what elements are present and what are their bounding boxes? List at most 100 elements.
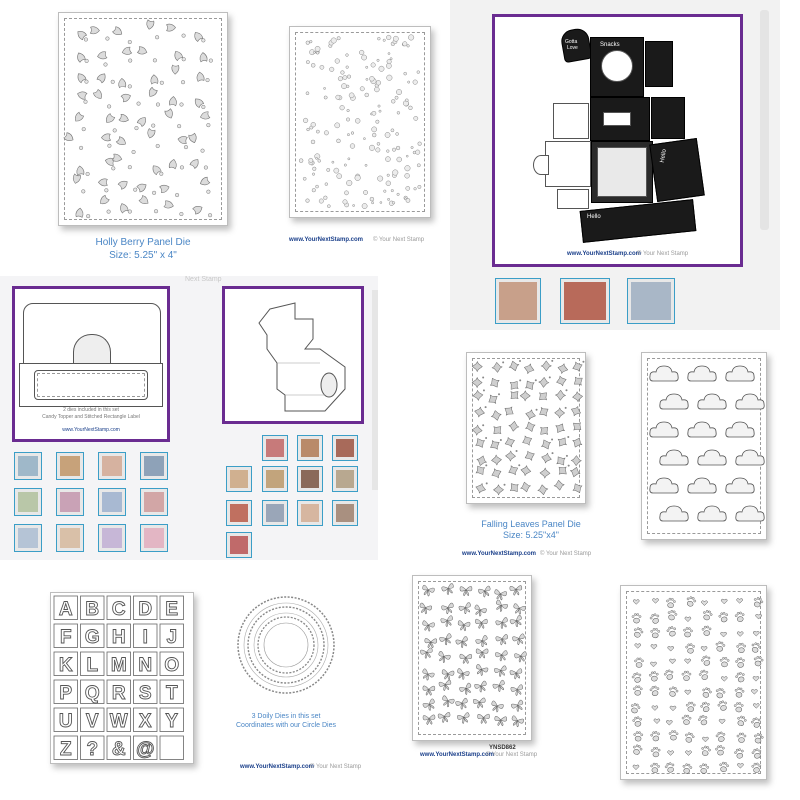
thumbnail-photo bbox=[336, 439, 354, 457]
leaf-shape bbox=[572, 391, 583, 403]
candy-thumbnail[interactable] bbox=[140, 488, 168, 516]
leaf bbox=[569, 466, 581, 478]
dot bbox=[375, 147, 381, 153]
leaves-caption: Falling Leaves Panel Die Size: 5.25"x4" bbox=[466, 519, 596, 541]
candy-thumbnail[interactable] bbox=[140, 524, 168, 552]
template-thumbnail[interactable] bbox=[226, 500, 252, 526]
template-thumbnail[interactable] bbox=[262, 435, 288, 461]
box-thumbnail-3[interactable] bbox=[627, 278, 675, 324]
butterfly-shape bbox=[509, 614, 522, 627]
dot bbox=[361, 203, 368, 209]
template-thumbnail[interactable] bbox=[332, 435, 358, 461]
paw-pad bbox=[652, 751, 660, 758]
scrollbar-middle[interactable] bbox=[372, 290, 378, 490]
candy-thumbnail[interactable] bbox=[14, 452, 42, 480]
leaf-dot bbox=[565, 454, 568, 457]
leaf-shape bbox=[77, 91, 88, 100]
berry bbox=[179, 102, 184, 107]
leaf-shape bbox=[555, 423, 565, 433]
alphabet-cell bbox=[106, 707, 131, 732]
leaf bbox=[572, 437, 583, 448]
dot bbox=[316, 129, 320, 134]
paw-toe bbox=[760, 600, 764, 604]
alphabet-cell bbox=[159, 651, 184, 676]
paw-print bbox=[633, 731, 644, 742]
heart bbox=[702, 736, 709, 743]
paw-print bbox=[734, 611, 745, 622]
paw-toe bbox=[688, 701, 691, 705]
candy-thumbnail[interactable] bbox=[56, 524, 84, 552]
butterfly bbox=[476, 664, 489, 676]
leaf-shape bbox=[117, 180, 128, 190]
candy-thumbnail[interactable] bbox=[14, 488, 42, 516]
paw-toe bbox=[702, 669, 706, 673]
template-thumbnail[interactable] bbox=[297, 435, 323, 461]
paw-toe bbox=[656, 687, 660, 690]
butterfly-shape bbox=[422, 714, 436, 725]
butterfly-shape bbox=[476, 664, 489, 676]
box-thumbnail-1[interactable] bbox=[495, 278, 541, 324]
dot bbox=[309, 40, 313, 44]
dot bbox=[350, 131, 355, 135]
box-thumbnail-2[interactable] bbox=[560, 278, 610, 324]
dot bbox=[341, 83, 347, 90]
paw-print bbox=[632, 685, 643, 696]
dot bbox=[389, 57, 393, 61]
paw-toe bbox=[698, 673, 702, 676]
paw-toe bbox=[737, 687, 740, 690]
holly-leaf bbox=[72, 173, 81, 184]
butterfly-shape bbox=[422, 620, 435, 632]
paw-pad bbox=[669, 630, 676, 637]
template-thumbnail[interactable] bbox=[262, 500, 288, 526]
dot bbox=[336, 36, 341, 41]
butterfly bbox=[422, 584, 435, 597]
dot bbox=[386, 173, 390, 177]
paw-toe bbox=[700, 670, 704, 674]
leaf-shape bbox=[508, 420, 520, 432]
heart bbox=[736, 598, 743, 604]
butterfly-site: www.YourNextStamp.com bbox=[420, 752, 495, 758]
paw-toe bbox=[724, 701, 727, 705]
template-thumbnail[interactable] bbox=[262, 466, 288, 492]
dot bbox=[314, 45, 321, 52]
butterfly bbox=[422, 668, 435, 681]
paw-toe bbox=[736, 612, 740, 615]
paw-toe bbox=[685, 627, 689, 630]
paw-toe bbox=[666, 599, 669, 603]
candy-thumbnail[interactable] bbox=[98, 452, 126, 480]
heart bbox=[685, 750, 692, 756]
leaf bbox=[508, 465, 519, 476]
alphabet-cell bbox=[159, 595, 184, 620]
leaf-shape bbox=[570, 405, 581, 417]
candy-thumbnail[interactable] bbox=[98, 524, 126, 552]
template-thumbnail[interactable] bbox=[226, 466, 252, 492]
cloud-shape bbox=[735, 449, 765, 466]
template-thumbnail[interactable] bbox=[226, 532, 252, 558]
paw-toe bbox=[736, 645, 739, 648]
paw-pad bbox=[737, 676, 745, 683]
candy-thumbnail[interactable] bbox=[98, 488, 126, 516]
alphabet-letter: Z bbox=[60, 739, 72, 760]
leaf-shape bbox=[475, 438, 486, 448]
paw-toe bbox=[703, 625, 707, 629]
template-thumbnail[interactable] bbox=[332, 500, 358, 526]
berry bbox=[201, 38, 206, 43]
butterfly-shape bbox=[422, 584, 435, 597]
candy-thumbnail[interactable] bbox=[14, 524, 42, 552]
leaf-shape bbox=[488, 394, 498, 404]
paw-toe bbox=[652, 628, 656, 631]
template-thumbnail[interactable] bbox=[297, 500, 323, 526]
leaf-shape bbox=[159, 184, 170, 193]
leaf-shape bbox=[525, 409, 536, 421]
candy-thumbnail[interactable] bbox=[140, 452, 168, 480]
candy-thumbnail[interactable] bbox=[56, 452, 84, 480]
holly-leaf bbox=[177, 136, 188, 144]
dot bbox=[384, 132, 391, 138]
template-thumbnail[interactable] bbox=[332, 466, 358, 492]
template-thumbnail[interactable] bbox=[297, 466, 323, 492]
candy-thumbnail[interactable] bbox=[56, 488, 84, 516]
paw-pad bbox=[700, 768, 708, 774]
scrollbar-right[interactable] bbox=[760, 10, 769, 230]
leaf-dot bbox=[482, 389, 485, 392]
paw-toe bbox=[739, 687, 743, 691]
